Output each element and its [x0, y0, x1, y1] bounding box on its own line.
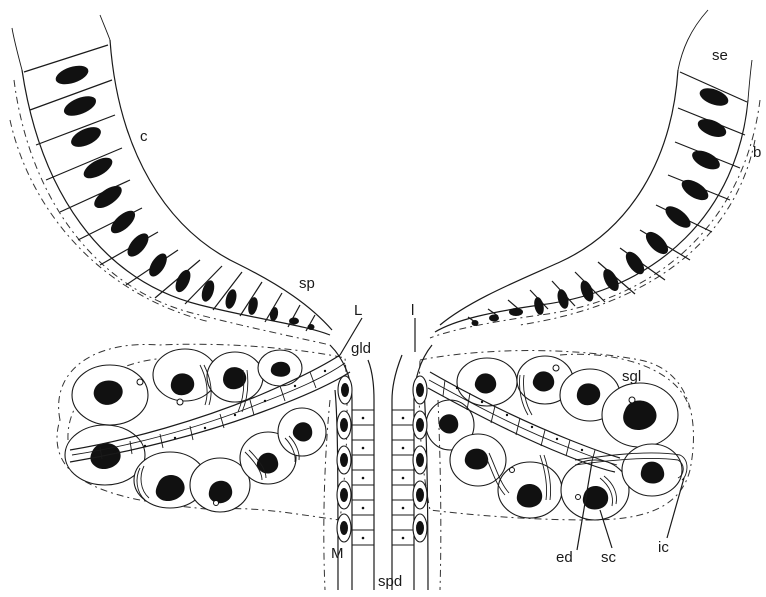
- label-gld: gld: [351, 340, 371, 357]
- label-L: L: [354, 302, 362, 319]
- label-se: se: [712, 47, 728, 64]
- label-sc: sc: [601, 549, 617, 566]
- label-b: b: [753, 144, 761, 161]
- right-surface-epithelium: [430, 10, 760, 338]
- left-gland-lobe: [57, 344, 350, 520]
- label-spd: spd: [378, 573, 402, 590]
- label-sgl: sgl: [622, 368, 641, 385]
- left-surface-epithelium: [10, 15, 332, 345]
- label-l: l: [411, 302, 414, 319]
- label-M: M: [331, 545, 344, 562]
- label-c: c: [140, 128, 148, 145]
- label-ic: ic: [658, 539, 669, 556]
- right-gland-lobe: [419, 351, 693, 520]
- label-ed: ed: [556, 549, 573, 566]
- label-sp: sp: [299, 275, 315, 292]
